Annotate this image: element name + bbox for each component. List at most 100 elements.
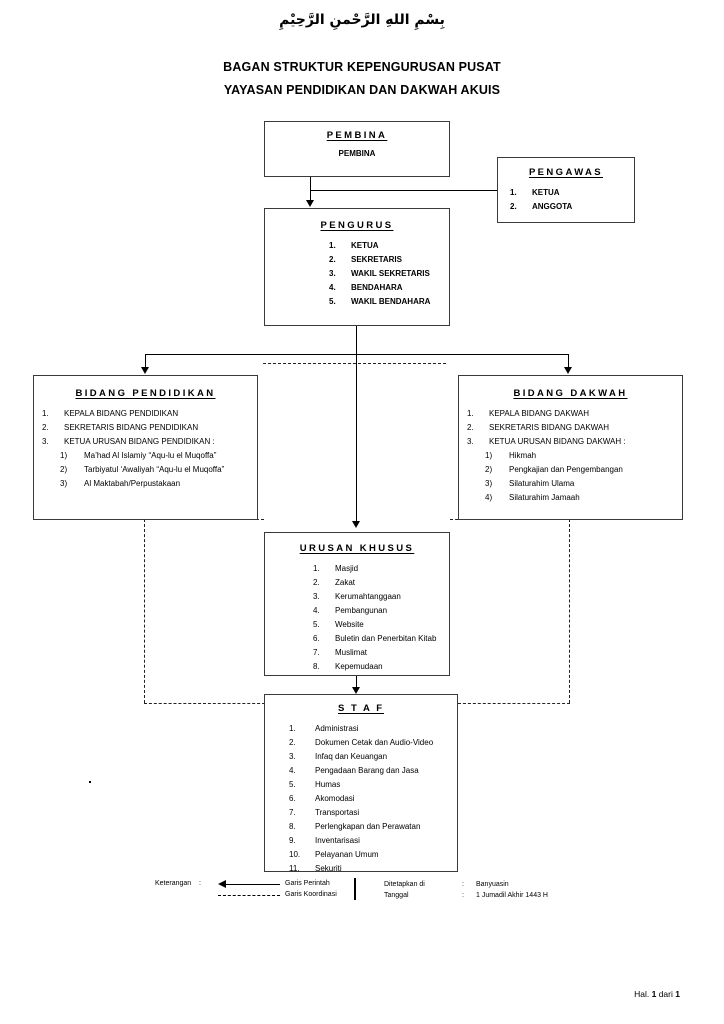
list-number: 1. [42,409,49,418]
coordination-line-left [144,519,145,703]
box-staf[interactable]: S T A F 1.Administrasi 2.Dokumen Cetak d… [264,694,458,873]
footer-prefix: Hal. [634,989,650,999]
list-number: 4. [329,283,336,292]
list-item: 1. Masjid [313,562,449,576]
list-number: 2. [313,578,320,587]
box-pengawas-list: 1.KETUA 2.ANGGOTA [510,186,634,214]
list-item: 2. Dokumen Cetak dan Audio-Video [289,736,457,750]
list-label: Dokumen Cetak dan Audio-Video [315,738,434,747]
box-pengawas-title: PENGAWAS [528,167,604,178]
coordination-line-right [569,519,570,703]
legend-colon: : [199,880,201,887]
list-label: Sekuriti [315,864,342,873]
box-pengawas[interactable]: PENGAWAS 1.KETUA 2.ANGGOTA [497,157,635,223]
list-label: KEPALA BIDANG PENDIDIKAN [64,409,179,418]
list-label: Pembangunan [335,606,388,615]
connector-center-trunk [356,354,357,522]
list-item: 1. KEPALA BIDANG PENDIDIKAN [42,407,257,421]
box-bidang-pendidikan-sublist: 1)Ma’had Al Islamiy “Aqu-lu el Muqoffa” … [60,449,257,491]
list-number: 4. [313,606,320,615]
list-number: 2. [289,738,296,747]
signature-date-colon: : [462,892,464,899]
list-label: SEKRETARIS [351,255,402,264]
list-label: KETUA URUSAN BIDANG DAKWAH : [489,437,626,446]
list-label: Kepemudaan [335,662,383,671]
signature-place-label: Ditetapkan di [384,881,425,888]
box-pembina[interactable]: PEMBINA PEMBINA [264,121,450,177]
list-label: Website [335,620,364,629]
list-item: 11.Sekuriti [289,862,457,876]
page-footer: Hal. 1 dari 1 [634,989,680,999]
box-pembina-body: PEMBINA [338,149,376,158]
sub-list-label: Tarbiyatul ‘Awaliyah “Aqu-lu el Muqoffa” [84,465,225,474]
arrowhead-urusan-khusus [351,521,360,528]
sub-list-item: 1) Hikmah [485,449,682,463]
box-bidang-dakwah[interactable]: BIDANG DAKWAH 1.KEPALA BIDANG DAKWAH 2.S… [458,375,683,520]
list-number: 8. [289,822,296,831]
connector-khusus-to-staf [356,676,357,688]
list-number: 2. [467,423,474,432]
connector-drop-pendidikan [145,354,146,368]
sub-list-label: Pengkajian dan Pengembangan [509,465,623,474]
list-label: ANGGOTA [532,202,573,211]
list-number: 1. [329,241,336,250]
sub-list-label: Ma’had Al Islamiy “Aqu-lu el Muqoffa” [84,451,217,460]
list-item: 4. BENDAHARA [329,281,449,295]
list-item: 6. Akomodasi [289,792,457,806]
box-bidang-pendidikan[interactable]: BIDANG PENDIDIKAN 1.KEPALA BIDANG PENDID… [33,375,258,520]
list-label: KETUA [532,188,560,197]
list-item: 1.KETUA [329,239,449,253]
list-number: 3. [313,592,320,601]
list-item: 9.Inventarisasi [289,834,457,848]
legend-dashed-line [218,895,280,896]
footer-middle: dari [658,989,673,999]
list-item: 3.WAKIL SEKRETARIS [329,267,449,281]
sub-list-label: Hikmah [509,451,537,460]
box-pengurus[interactable]: PENGURUS 1.KETUA 2.SEKRETARIS 3.WAKIL SE… [264,208,450,326]
list-number: 3. [329,269,336,278]
list-label: Akomodasi [315,794,355,803]
coordination-line-top [263,363,446,364]
list-number: 6. [313,634,320,643]
list-number: 9. [289,836,296,845]
list-item: 4. Pembangunan [313,604,449,618]
connector-drop-dakwah [568,354,569,368]
list-number: 6. [289,794,296,803]
list-label: Infaq dan Keuangan [315,752,388,761]
arrowhead-staf [351,687,360,694]
arrowhead-dakwah [563,367,572,374]
list-item: 7.Muslimat [313,646,449,660]
sub-list-number: 2) [60,465,68,474]
list-label: Masjid [335,564,359,573]
box-bidang-dakwah-list: 1.KEPALA BIDANG DAKWAH 2.SEKRETARIS BIDA… [467,407,682,449]
sub-list-number: 1) [485,451,493,460]
list-item: 5.Website [313,618,449,632]
sub-list-item: 4)Silaturahim Jamaah [485,491,682,505]
box-pembina-title: PEMBINA [326,130,388,141]
box-urusan-khusus[interactable]: URUSAN KHUSUS 1.Masjid 2.Zakat 3.Kerumah… [264,532,450,676]
box-pengurus-list: 1.KETUA 2.SEKRETARIS 3.WAKIL SEKRETARIS … [329,239,449,309]
list-item: 8.Perlengkapan dan Perawatan [289,820,457,834]
list-label: WAKIL BENDAHARA [351,297,431,306]
legend-dashed-line-text: Garis Koordinasi [285,891,337,898]
arrowhead-pendidikan [140,367,149,374]
list-item: 2.SEKRETARIS BIDANG DAKWAH [467,421,682,435]
signature-date-value: 1 Jumadil Akhir 1443 H [476,892,548,899]
list-item: 2.SEKRETARIS BIDANG PENDIDIKAN [42,421,257,435]
sub-list-item: 2)Pengkajian dan Pengembangan [485,463,682,477]
sub-list-number: 3) [485,479,493,488]
list-number: 3. [289,752,296,761]
list-label: BENDAHARA [351,283,403,292]
list-item: 2.ANGGOTA [510,200,634,214]
sub-list-item: 2) Tarbiyatul ‘Awaliyah “Aqu-lu el Muqoff… [60,463,257,477]
list-number: 1. [313,564,320,573]
list-item: 3.Kerumahtanggaan [313,590,449,604]
list-label: Buletin dan Penerbitan Kitab [335,634,437,643]
sub-list-label: Silaturahim Jamaah [509,493,580,502]
coordination-line-right-bottom [458,703,570,704]
list-number: 3. [467,437,474,446]
list-label: Pengadaan Barang dan Jasa [315,766,419,775]
list-item: 2.SEKRETARIS [329,253,449,267]
box-bidang-dakwah-title: BIDANG DAKWAH [513,388,628,399]
list-number: 2. [42,423,49,432]
